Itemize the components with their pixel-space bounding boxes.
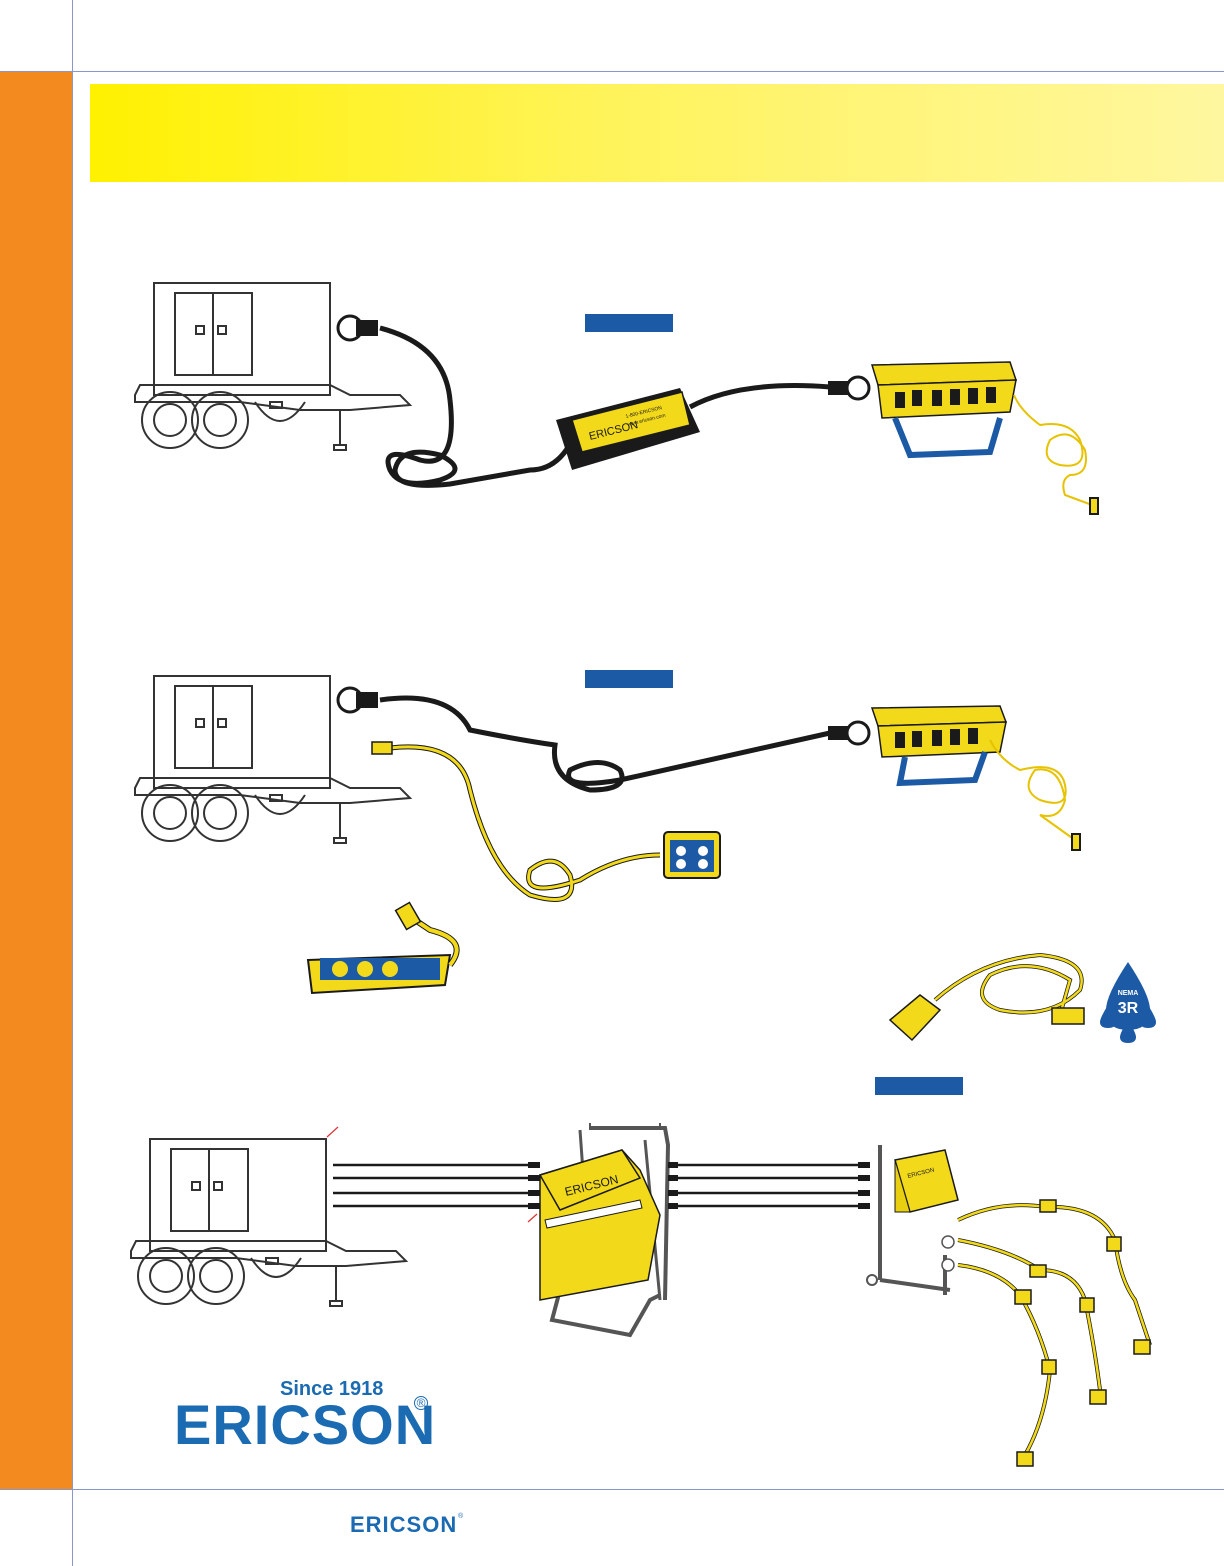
generator-trailer-1 [134,282,413,451]
cord-protector: ERICSON 1-800-ERICSON www.ericson.com [556,388,700,470]
branch-outlets [1014,1199,1151,1467]
power-panel-cart: ERICSON [538,1123,671,1338]
connector-2a [336,686,378,714]
header-rule [0,71,1224,72]
feeder-connectors-1 [528,1162,540,1209]
extension-cord-2 [989,739,1081,851]
orange-sidebar [0,72,72,1490]
section-tag-1 [585,314,673,332]
yellow-banner [90,84,1224,182]
arrow-red-1 [326,1126,339,1138]
section-tag-3 [875,1077,963,1095]
connector-1a [336,314,378,342]
power-cable-1 [379,325,831,488]
nema-badge-top: NEMA [1118,990,1139,997]
feeder-cables-2 [678,1163,858,1208]
nema-3r-badge: NEMA 3R [1100,962,1156,1043]
power-distribution-box-2 [870,705,1008,787]
registered-mark-large: ® [414,1396,428,1410]
yellow-cord-2-inner [389,745,661,901]
registered-mark-footer: ® [458,1513,464,1520]
section-tag-2 [585,670,673,688]
outlet-box-2 [663,831,721,879]
since-1918-label: Since 1918 [280,1378,384,1400]
feeder-connectors-2 [668,1162,870,1209]
triple-outlet-strip [306,901,460,995]
feeder-cables-1 [333,1163,528,1208]
nema-badge-main: 3R [1118,1000,1139,1017]
ericson-logo-footer: ERICSON [350,1512,458,1537]
ericson-logo-large: ERICSON [174,1393,437,1456]
connector-1b [828,375,871,401]
generator-trailer-3 [130,1138,409,1307]
plug-2 [371,741,393,755]
generator-trailer-2 [134,675,413,844]
power-distribution-box-1 [870,361,1018,459]
sub-panel-stand: ERICSON [866,1145,959,1295]
extension-cord-1 [1013,394,1099,515]
footer-rule [0,1489,1224,1490]
connector-2b [828,720,871,746]
power-cable-2 [379,695,831,793]
nema-cord-set [888,952,1085,1042]
arrow-red-2 [527,1213,538,1223]
vertical-rule [72,0,73,1566]
